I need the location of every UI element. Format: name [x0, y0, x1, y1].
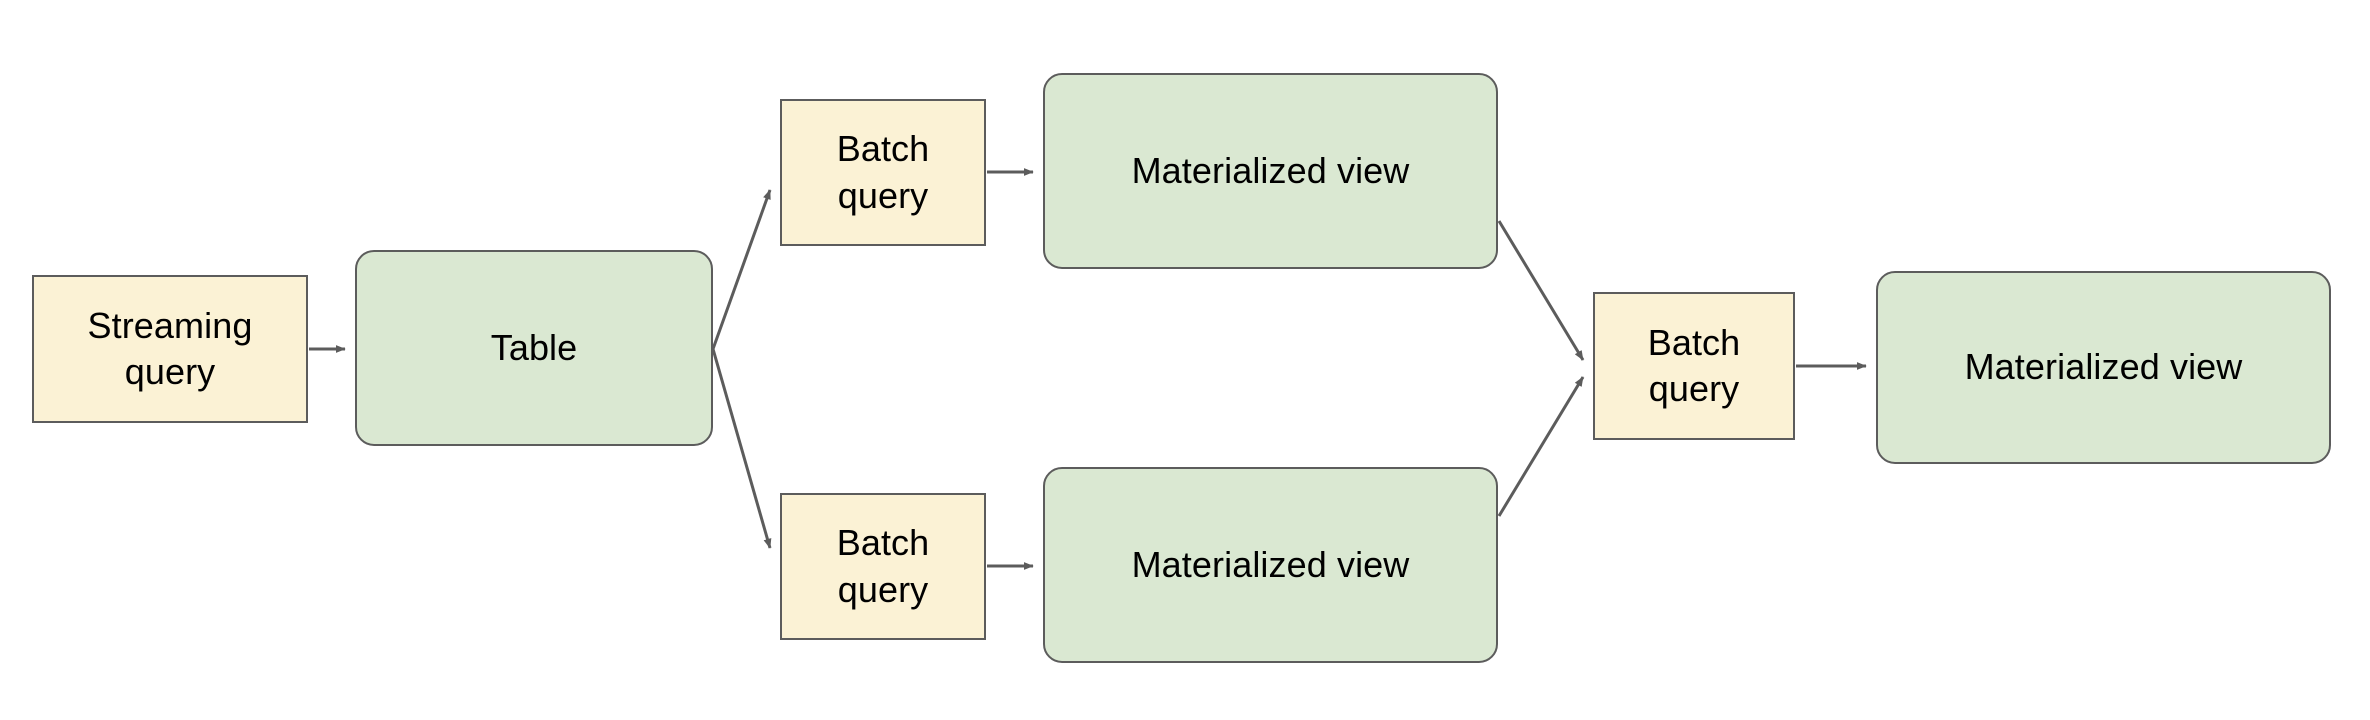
node-batch-query-merge[interactable]: Batch query — [1593, 292, 1795, 440]
node-label: Materialized view — [1131, 543, 1410, 585]
node-table[interactable]: Table — [355, 250, 713, 446]
node-materialized-view-top[interactable]: Materialized view — [1043, 73, 1498, 269]
edge-table-to-batch-bottom — [711, 348, 772, 549]
node-label: Materialized view — [1964, 346, 2243, 388]
node-label: Materialized view — [1131, 149, 1410, 191]
edge-mv-top-to-batch-merge — [1497, 220, 1585, 361]
node-batch-query-bottom[interactable]: Batch query — [780, 493, 986, 640]
node-materialized-view-final[interactable]: Materialized view — [1876, 271, 2331, 464]
node-label: Batch query — [836, 128, 930, 216]
node-batch-query-top[interactable]: Batch query — [780, 99, 986, 246]
node-streaming-query[interactable]: Streaming query — [32, 275, 308, 423]
edge-table-to-batch-top — [711, 189, 772, 350]
node-label: Batch query — [1647, 321, 1741, 409]
node-label: Streaming query — [87, 304, 253, 392]
edge-mv-bottom-to-batch-merge — [1497, 376, 1585, 517]
node-materialized-view-bottom[interactable]: Materialized view — [1043, 467, 1498, 663]
node-label: Table — [490, 326, 578, 368]
node-label: Batch query — [836, 522, 930, 610]
